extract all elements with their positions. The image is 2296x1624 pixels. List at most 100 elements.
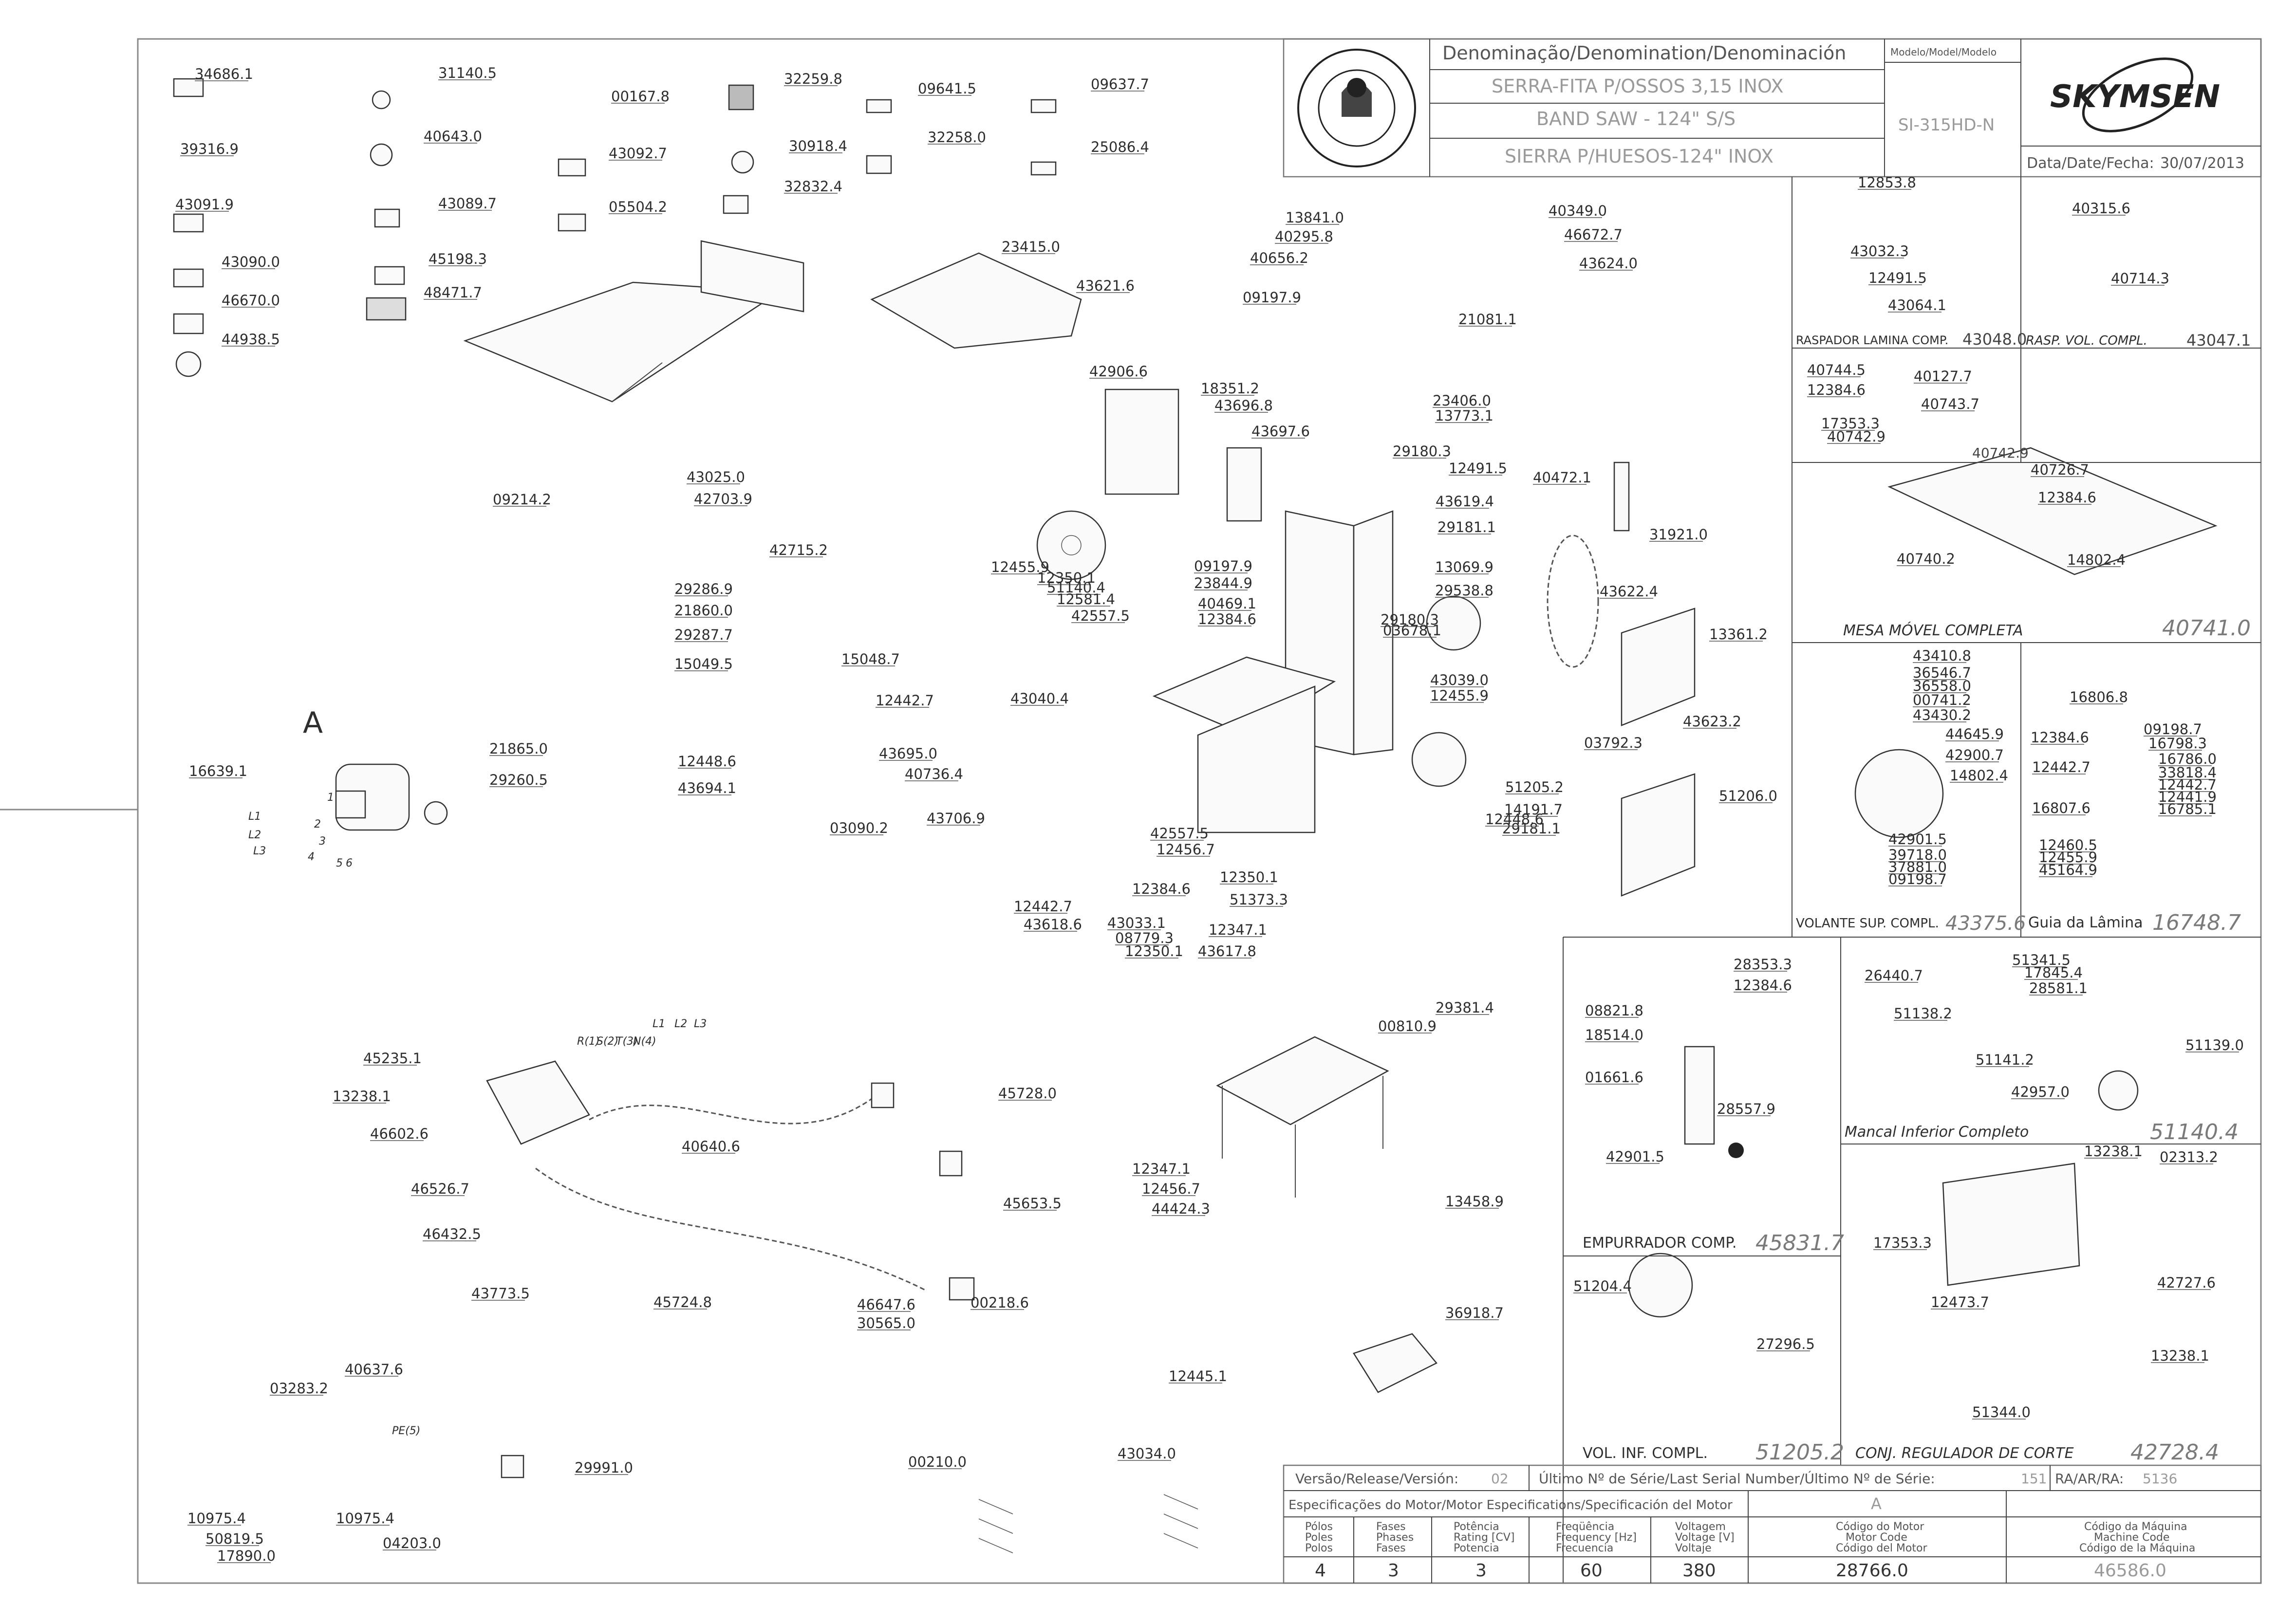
part-callout-label: 29260.5 <box>489 772 548 788</box>
drawing-border <box>137 38 2262 1584</box>
part-callout-label: 45164.9 <box>2039 862 2097 878</box>
part-callout-label: 40742.9 <box>1827 428 1885 445</box>
part-callout-label: 12491.5 <box>1449 460 1507 477</box>
part-callout-label: 36918.7 <box>1445 1305 1504 1321</box>
part-callout-label: 12448.6 <box>678 753 736 770</box>
subassembly-name-movable-table: MESA MÓVEL COMPLETA <box>1843 621 2023 639</box>
wiring-mark-label: 5 <box>336 857 343 869</box>
part-callout-label: 12445.1 <box>1169 1368 1227 1384</box>
subassembly-name-lower-bearing: Mancal Inferior Completo <box>1845 1124 2029 1141</box>
part-callout-label: 12456.7 <box>1157 841 1215 858</box>
wiring-mark-label: L2 <box>248 829 261 841</box>
part-callout-label: 12350.1 <box>1125 943 1183 960</box>
col-head-poles-2: Poles <box>1305 1532 1333 1544</box>
part-callout-label: 50819.5 <box>205 1531 264 1547</box>
part-callouts: 34686.139316.943091.943090.046670.044938… <box>175 65 2244 1564</box>
subassembly-name-cut-regulator: CONJ. REGULADOR DE CORTE <box>1855 1445 2074 1462</box>
subassembly-name-lower-wheel: VOL. INF. COMPL. <box>1583 1445 1708 1462</box>
part-callout-label: 43034.0 <box>1118 1445 1176 1462</box>
part-callout-label: 40315.6 <box>2072 200 2130 217</box>
table-drawing-2 <box>870 252 1082 349</box>
part-callout-label: 43694.1 <box>678 780 736 796</box>
product-name-pt: SERRA-FITA P/OSSOS 3,15 INOX <box>1492 75 1783 97</box>
blade-and-covers <box>1547 461 1696 897</box>
part-callout-label: 42901.5 <box>1606 1148 1664 1165</box>
part-callout-label: 42900.7 <box>1945 747 2004 763</box>
ra-value: 5136 <box>2143 1471 2177 1487</box>
col-head-poles-1: Pólos <box>1305 1521 1333 1533</box>
wiring-mark-label: PE(5) <box>392 1425 420 1437</box>
subassembly-code-cut-regulator: 42728.4 <box>2130 1440 2219 1465</box>
wiring-mark-label: L3 <box>694 1018 707 1030</box>
part-callout-label: 00210.0 <box>908 1454 967 1470</box>
part-callout-label: 27296.5 <box>1756 1336 1815 1352</box>
part-callout-label: 29287.7 <box>674 627 733 643</box>
part-callout-label: 40656.2 <box>1250 250 1308 266</box>
upper-wheel-drawing <box>1036 510 1481 787</box>
subassembly-name-upper-wheel: VOLANTE SUP. COMPL. <box>1796 916 1939 931</box>
part-callout-label: 40744.5 <box>1807 362 1866 378</box>
version-label: Versão/Release/Versión: <box>1295 1471 1458 1487</box>
part-callout-label: 00741.2 <box>1913 692 1971 708</box>
part-callout-label: 03090.2 <box>830 820 888 836</box>
part-callout-label: 28557.9 <box>1717 1101 1775 1117</box>
part-callout-label: 51341.5 <box>2012 952 2071 968</box>
part-callout-label: 42957.0 <box>2011 1084 2070 1100</box>
part-callout-label: 12384.6 <box>1734 977 1792 994</box>
col-head-motor-code-1: Código do Motor <box>1836 1521 1924 1533</box>
value-machine-code: 46586.0 <box>2094 1561 2166 1581</box>
part-callout-label: 31140.5 <box>438 65 497 81</box>
col-head-rating-2: Rating [CV] <box>1454 1532 1515 1544</box>
part-callout-label: 40743.7 <box>1921 396 1979 412</box>
title-block: Denominação/Denomination/Denominación SE… <box>1283 38 2262 937</box>
wiring-mark-label: 3 <box>319 835 326 848</box>
part-callout-label: 43622.4 <box>1600 583 1658 600</box>
part-callout-label: 43430.2 <box>1913 707 1971 723</box>
part-callout-label: 44645.9 <box>1945 726 2004 742</box>
part-callout-label: 13841.0 <box>1286 209 1344 226</box>
part-callout-label: 29181.1 <box>1502 820 1561 837</box>
part-callout-label: 43697.6 <box>1251 423 1310 440</box>
col-head-rating-1: Potência <box>1454 1521 1499 1533</box>
col-head-rating-3: Potencia <box>1454 1542 1499 1554</box>
part-callout-label: 40295.8 <box>1275 228 1333 245</box>
subassembly-code-lower-bearing: 51140.4 <box>2150 1120 2239 1144</box>
part-callout-label: 43696.8 <box>1214 397 1273 414</box>
col-head-motor-code-3: Código del Motor <box>1836 1542 1927 1554</box>
part-callout-label: 30918.4 <box>789 138 847 154</box>
part-callout-label: 45728.0 <box>998 1085 1057 1102</box>
part-callout-label: 29180.3 <box>1393 443 1451 460</box>
part-callout-label: 01661.6 <box>1585 1069 1643 1086</box>
col-head-voltage-3: Voltaje <box>1675 1542 1712 1554</box>
part-callout-label: 12442.7 <box>2032 759 2091 775</box>
part-callout-label: 13238.1 <box>2084 1143 2143 1160</box>
part-callout-label: 46432.5 <box>423 1226 481 1242</box>
part-callout-label: 12442.7 <box>1014 898 1072 915</box>
part-callout-label: 12441.9 <box>2158 789 2217 805</box>
part-callout-label: 43623.2 <box>1683 713 1741 730</box>
part-callout-label: 43040.4 <box>1010 690 1069 707</box>
subassembly-code-lower-wheel: 51205.2 <box>1755 1440 1844 1465</box>
part-callout-label: 42557.5 <box>1150 825 1209 842</box>
part-callout-label: 00218.6 <box>971 1294 1029 1311</box>
part-callout-label: 10975.4 <box>187 1510 246 1527</box>
part-callout-label: 31921.0 <box>1649 526 1708 543</box>
part-callout-label: 43090.0 <box>222 254 280 270</box>
part-callout-label: 28353.3 <box>1734 956 1792 973</box>
denomination-header: Denominação/Denomination/Denominación <box>1442 42 1846 64</box>
part-callout-label: 13069.9 <box>1435 559 1493 575</box>
col-head-phases-2: Phases <box>1376 1532 1414 1544</box>
col-head-voltage-1: Voltagem <box>1675 1521 1726 1533</box>
part-callout-label: 12442.7 <box>876 692 934 709</box>
part-callout-label: 43624.0 <box>1579 255 1638 272</box>
part-callout-label: 51206.0 <box>1719 788 1777 804</box>
part-callout-label: 36546.7 <box>1913 664 1971 681</box>
part-callout-label: 40472.1 <box>1533 469 1591 486</box>
part-callout-label: 12350.1 <box>1037 570 1096 586</box>
part-callout-label: 29538.8 <box>1435 582 1493 599</box>
part-callout-label: 32832.4 <box>784 178 842 195</box>
part-callout-label: 29381.4 <box>1436 999 1494 1016</box>
part-callout-label: 13361.2 <box>1709 626 1768 643</box>
serial-label: Último Nº de Série/Last Serial Number/Úl… <box>1539 1470 1935 1487</box>
